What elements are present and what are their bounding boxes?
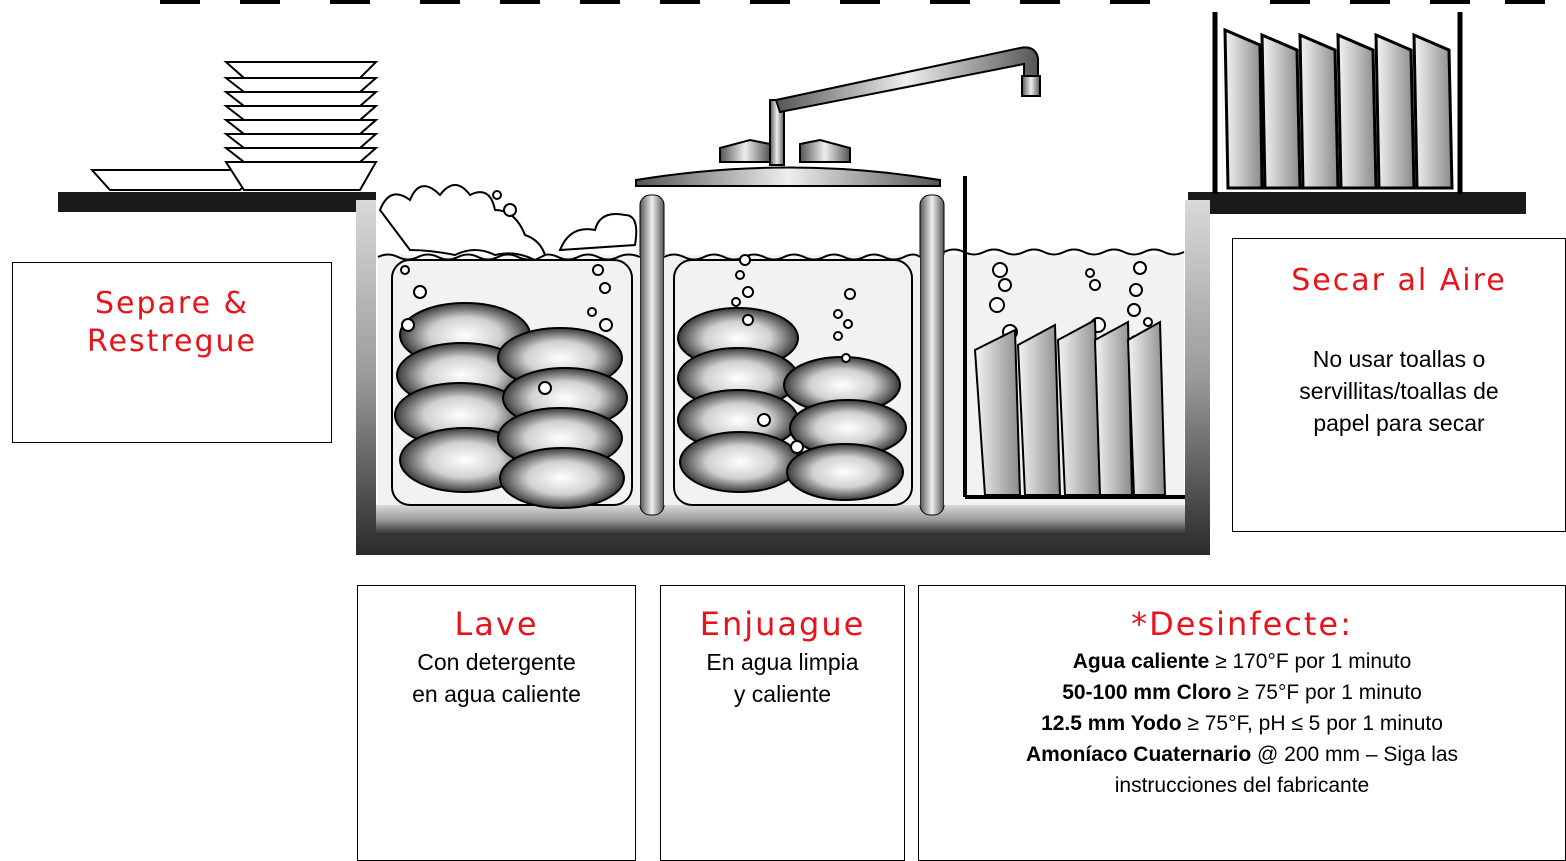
dishes-wash (394, 302, 628, 509)
wash-title: Lave (454, 605, 539, 643)
wash-text-line2: en agua caliente (412, 681, 581, 707)
scrape-box: Separe & Restregue (12, 262, 332, 443)
drying-rack (1212, 12, 1463, 194)
air-dry-box: Secar al Aire No usar toallas o servilli… (1232, 238, 1566, 532)
rinse-text-line1: En agua limpia (706, 649, 859, 675)
sanitize-box: *Desinfecte: Agua caliente ≥ 170°F por 1… (918, 585, 1566, 861)
rinse-box: Enjuague En agua limpia y caliente (660, 585, 905, 861)
divider-left (639, 194, 665, 516)
air-dry-text-line3: papel para secar (1313, 410, 1485, 436)
rinse-title: Enjuague (699, 605, 866, 643)
detergent-foam (378, 184, 638, 262)
divider-right (919, 194, 945, 516)
sanitize-line-hot-water: Agua caliente ≥ 170°F por 1 minuto (1072, 650, 1412, 673)
wash-box: Lave Con detergente en agua caliente (357, 585, 636, 861)
sanitize-line-chlorine: 50-100 mm Cloro ≥ 75°F por 1 minuto (1062, 681, 1422, 704)
dishes-rinse (677, 307, 907, 501)
rinse-text-line2: y caliente (733, 681, 832, 707)
sanitize-title: *Desinfecte: (1131, 605, 1353, 643)
sanitize-line-quat: Amoníaco Cuaternario @ 200 mm – Siga las (1025, 743, 1459, 766)
scrape-title-line1: Separe & (95, 286, 249, 321)
right-counter (1188, 192, 1526, 214)
air-dry-text-line1: No usar toallas o (1312, 346, 1486, 372)
top-border-dashes (160, 0, 1545, 4)
dish-rack-sanitize (963, 176, 1185, 499)
sanitize-line-instructions: instrucciones del fabricante (1114, 774, 1370, 797)
wash-text-line1: Con detergente (417, 649, 576, 675)
air-dry-text-line2: servillitas/toallas de (1299, 378, 1499, 404)
scrape-title-line2: Restregue (87, 324, 257, 359)
stacked-plates (89, 61, 379, 191)
bubbles (400, 190, 1153, 454)
left-counter (58, 192, 376, 212)
air-dry-title: Secar al Aire (1291, 263, 1507, 298)
sanitize-line-iodine: 12.5 mm Yodo ≥ 75°F, pH ≤ 5 por 1 minuto (1041, 712, 1443, 735)
faucet (635, 46, 1041, 187)
